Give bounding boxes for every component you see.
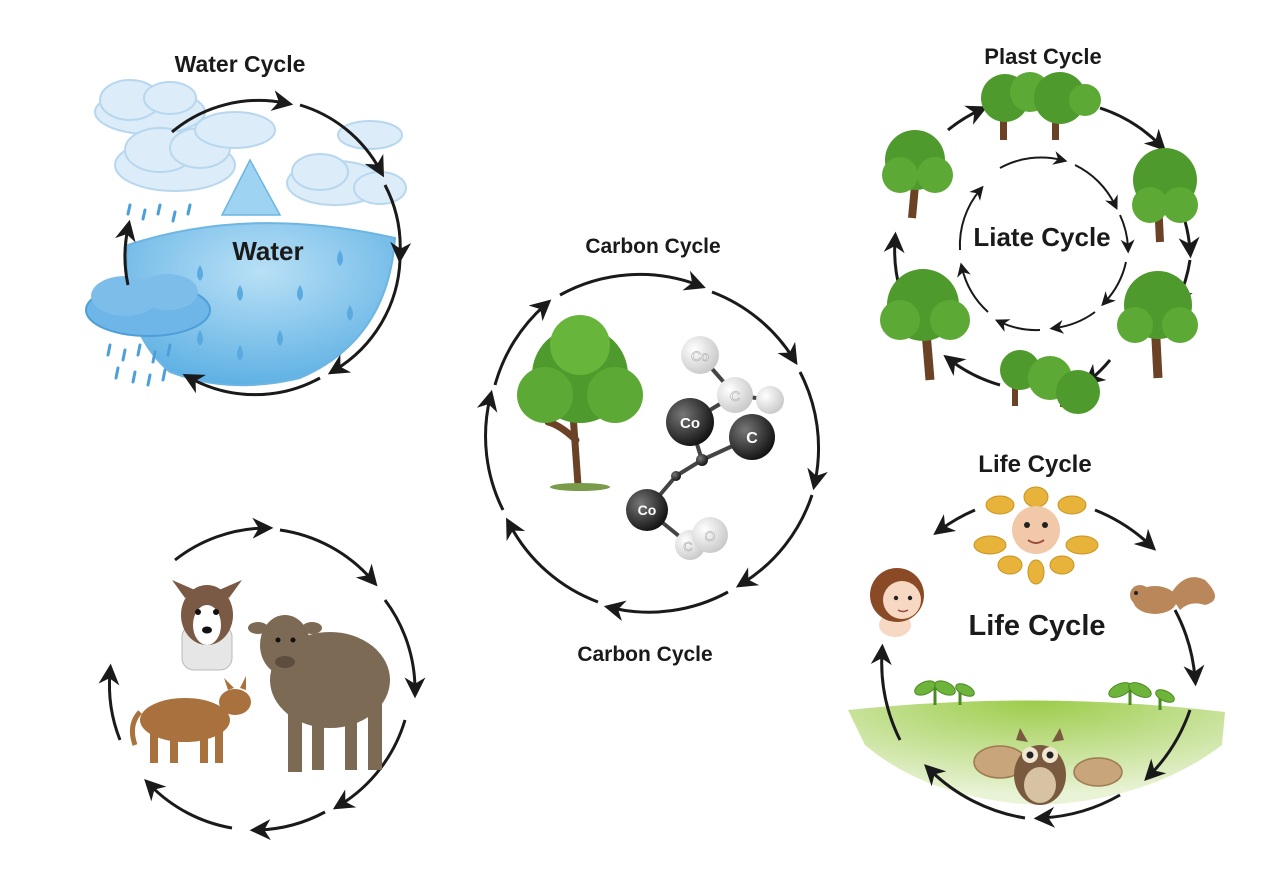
- life-cycle-arrows: [870, 508, 1205, 828]
- tree-icon: [1117, 271, 1198, 379]
- buffalo-icon: [248, 615, 390, 772]
- leaf-creature-icon: [973, 486, 1099, 585]
- water-body: [125, 222, 397, 387]
- animal-cycle-arrows: [98, 517, 426, 841]
- life-center-label: Life Cycle: [969, 610, 1106, 642]
- rain-cloud-icon: [85, 203, 211, 387]
- life-cycle: Life Cycle Life Cycle: [848, 451, 1225, 828]
- tree-icon: [981, 72, 1101, 140]
- atom-label: O: [705, 528, 716, 544]
- atom-label: Co: [691, 348, 709, 364]
- calf-icon: [129, 676, 251, 763]
- squirrel-icon: [1130, 577, 1215, 614]
- seedling-icon: [914, 680, 1175, 710]
- molecule-icon: Co C Co C Co C O: [626, 336, 784, 560]
- tree-icon: [1132, 148, 1198, 243]
- owl-icon: [1014, 728, 1066, 805]
- atom-label: Co: [680, 415, 700, 432]
- tree-icon: [882, 130, 953, 219]
- plant-inner-label: Liate Cycle: [973, 222, 1110, 252]
- atom-label: Co: [638, 502, 657, 518]
- tree-icon: [517, 315, 643, 491]
- baby-icon: [870, 568, 924, 637]
- water-cycle-arrows: [115, 90, 412, 397]
- life-cycle-title: Life Cycle: [978, 451, 1091, 478]
- plant-cycle-inner-arrows: [957, 151, 1135, 334]
- seed-icon: [973, 745, 1123, 787]
- carbon-cycle: Co C Co C Co C O Carbon Cycle Carbon Cyc…: [476, 235, 828, 666]
- carbon-cycle-arrows: [476, 270, 828, 622]
- water-center-label: Water: [232, 236, 303, 266]
- water-spout: [220, 158, 282, 216]
- cloud-icon: [94, 79, 407, 206]
- dog-icon: [172, 580, 242, 671]
- carbon-cycle-title-bottom: Carbon Cycle: [577, 643, 712, 666]
- plant-cycle-title: Plast Cycle: [984, 44, 1101, 69]
- water-cycle: Water Cycle Water: [85, 51, 412, 397]
- tree-icon: [880, 269, 970, 381]
- tree-icon: [1000, 350, 1100, 414]
- carbon-cycle-title-top: Carbon Cycle: [585, 235, 720, 258]
- animal-cycle: [98, 517, 426, 841]
- plant-cycle: Plast Cycle Liate Cycle: [880, 44, 1200, 414]
- atom-label: C: [683, 539, 692, 554]
- atom-label: C: [730, 388, 740, 404]
- atom-label: C: [746, 430, 758, 447]
- water-cycle-title: Water Cycle: [175, 51, 306, 77]
- water-drops: [197, 250, 353, 361]
